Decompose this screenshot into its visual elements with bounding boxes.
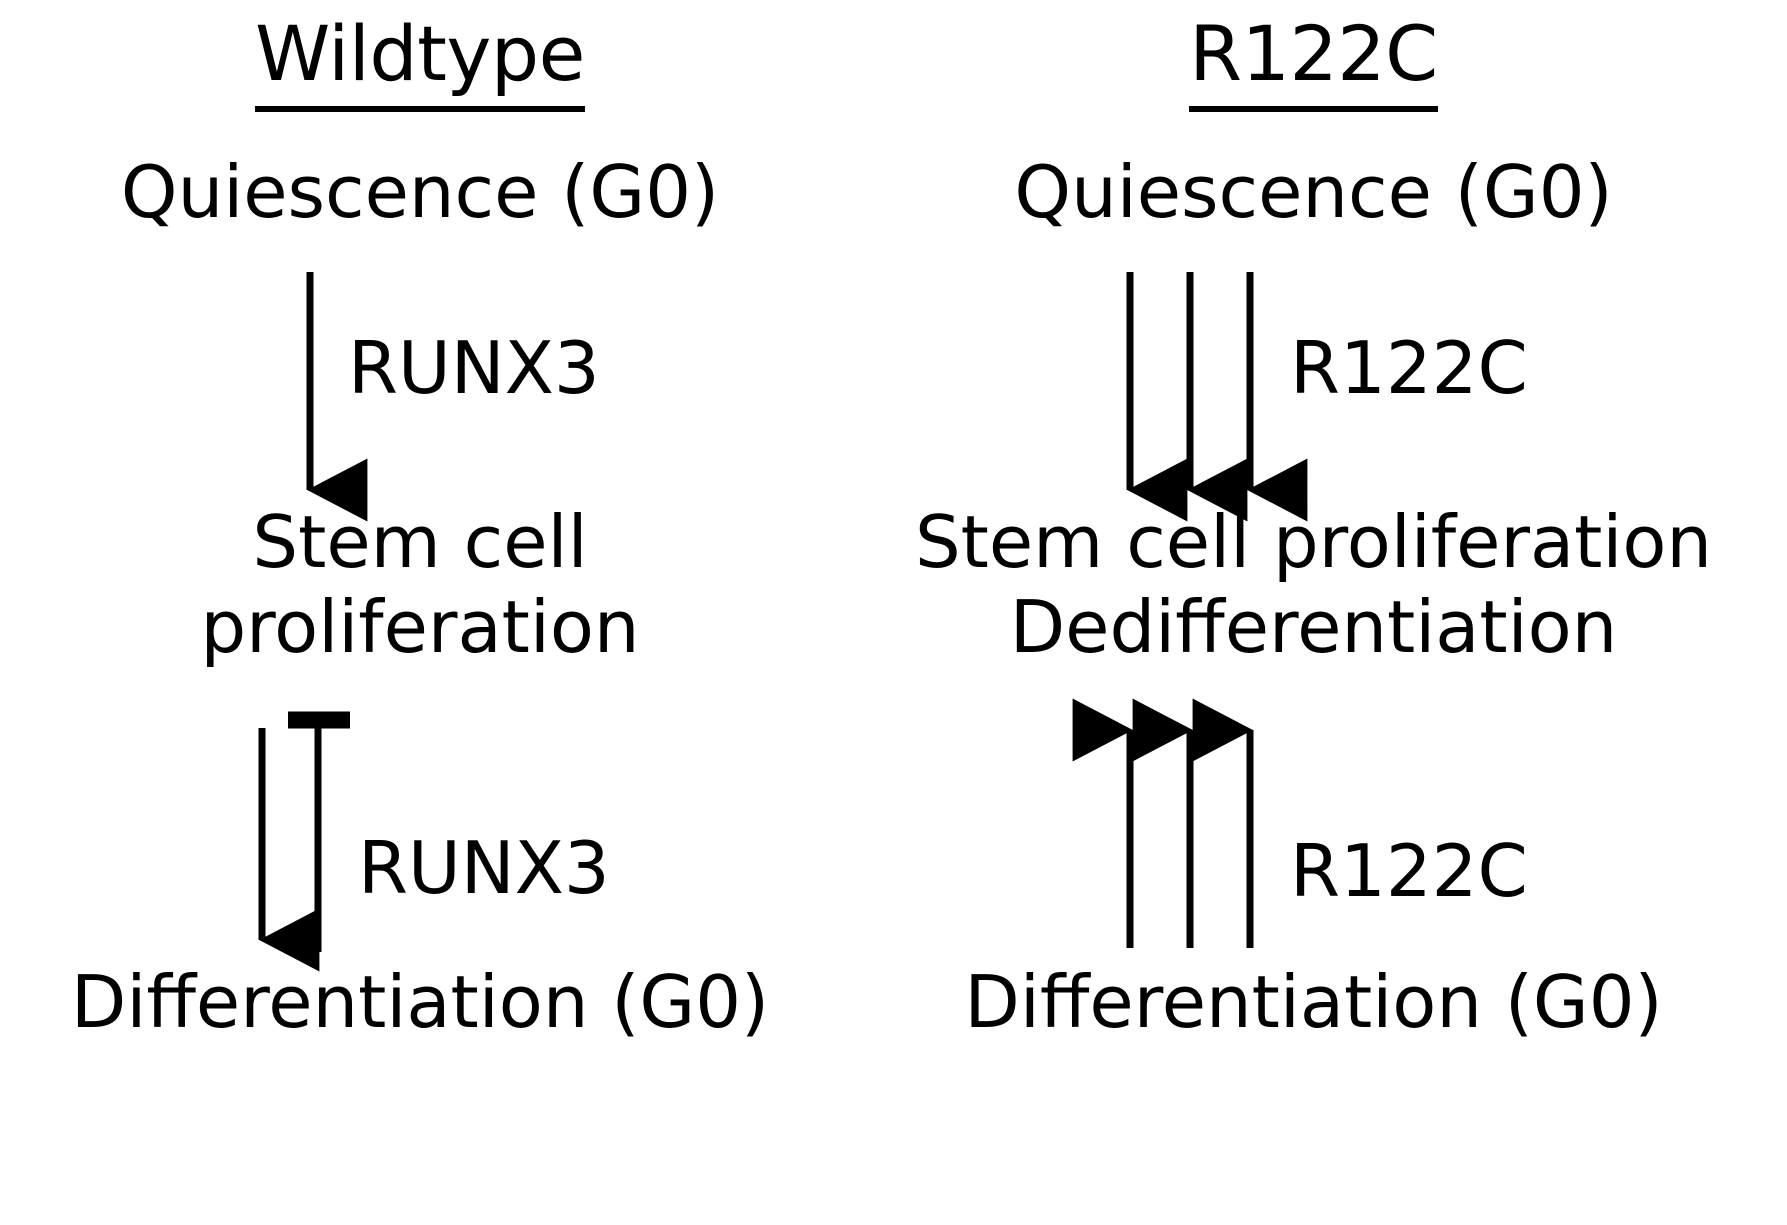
edge-r122c-upper: R122C bbox=[840, 272, 1787, 522]
node-r122c-proliferation: Stem cell proliferation Dedifferentiatio… bbox=[840, 500, 1787, 670]
node-r122c-dedifferentiation-line2: Dedifferentiation bbox=[1009, 584, 1618, 669]
edge-wildtype-upper: RUNX3 bbox=[0, 272, 840, 522]
node-r122c-differentiation-label: Differentiation (G0) bbox=[964, 960, 1663, 1044]
panel-r122c: R122C Quiescence (G0) R122C Stem cell pr… bbox=[840, 0, 1787, 1225]
node-wildtype-quiescence-label: Quiescence (G0) bbox=[120, 150, 720, 234]
panel-title-wildtype: Wildtype bbox=[0, 9, 840, 112]
node-r122c-proliferation-line1: Stem cell proliferation bbox=[914, 500, 1713, 584]
edge-r122c-upper-arrows bbox=[1126, 272, 1308, 522]
node-wildtype-proliferation-line2: proliferation bbox=[200, 584, 640, 669]
edge-wildtype-upper-label: RUNX3 bbox=[348, 326, 600, 410]
edge-r122c-lower-arrows bbox=[1072, 698, 1254, 948]
edge-wildtype-lower-label: RUNX3 bbox=[358, 826, 610, 910]
node-wildtype-differentiation-label: Differentiation (G0) bbox=[70, 960, 770, 1044]
node-r122c-quiescence-label: Quiescence (G0) bbox=[1014, 150, 1613, 234]
edge-r122c-upper-label: R122C bbox=[1290, 326, 1528, 410]
inhibition-tbar-icon bbox=[288, 711, 350, 952]
panel-title-r122c-text: R122C bbox=[1189, 9, 1438, 112]
panel-title-r122c: R122C bbox=[840, 9, 1787, 112]
edge-r122c-lower-label: R122C bbox=[1290, 829, 1528, 913]
node-wildtype-proliferation-line1: Stem cell bbox=[252, 500, 588, 584]
node-wildtype-quiescence: Quiescence (G0) bbox=[0, 150, 840, 235]
node-r122c-quiescence: Quiescence (G0) bbox=[840, 150, 1787, 235]
panel-title-wildtype-text: Wildtype bbox=[255, 9, 585, 112]
edge-r122c-lower: R122C bbox=[840, 698, 1787, 950]
node-r122c-differentiation: Differentiation (G0) bbox=[840, 960, 1787, 1045]
edge-wildtype-lower: RUNX3 bbox=[0, 711, 840, 972]
panel-wildtype: Wildtype Quiescence (G0) RUNX3 Stem cell… bbox=[0, 0, 840, 1225]
edge-wildtype-lower-arrows bbox=[258, 711, 350, 972]
edge-wildtype-upper-arrows bbox=[306, 272, 368, 522]
node-wildtype-differentiation: Differentiation (G0) bbox=[0, 960, 840, 1045]
node-wildtype-proliferation: Stem cell proliferation bbox=[0, 500, 840, 670]
